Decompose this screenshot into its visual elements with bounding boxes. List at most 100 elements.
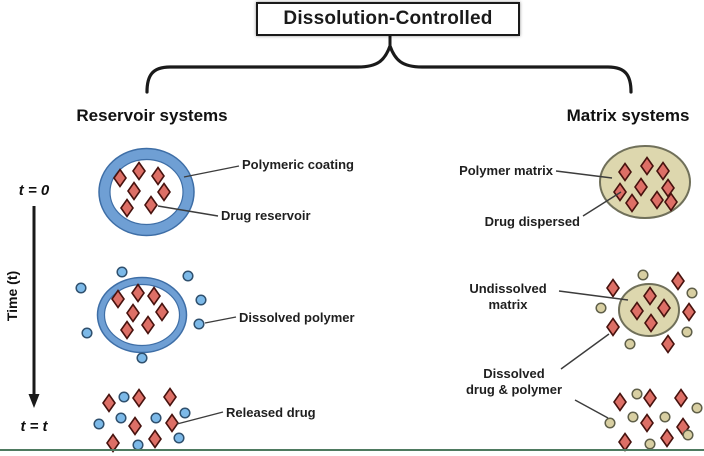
drug-particle bbox=[144, 195, 158, 215]
polymer-particle bbox=[75, 282, 87, 294]
drug-particle bbox=[151, 166, 165, 186]
drug-reservoir-label: Drug reservoir bbox=[221, 208, 311, 223]
polymer-particle bbox=[682, 429, 694, 441]
polymer-particle bbox=[173, 432, 185, 444]
reservoir-released-diagram bbox=[93, 387, 191, 453]
drug-particle bbox=[120, 198, 134, 218]
drug-particle bbox=[165, 413, 179, 433]
drug-particle bbox=[643, 286, 657, 306]
drug-particle bbox=[682, 302, 696, 322]
drug-particle bbox=[111, 289, 125, 309]
polymer-particle bbox=[604, 417, 616, 429]
polymer-particle bbox=[179, 407, 191, 419]
polymer-particle bbox=[659, 411, 671, 423]
drug-particle bbox=[147, 286, 161, 306]
polymer-particle bbox=[195, 294, 207, 306]
undissolved-matrix-label: Undissolved matrix bbox=[469, 281, 547, 312]
drug-particle bbox=[657, 298, 671, 318]
drug-particle bbox=[132, 388, 146, 408]
drug-particle bbox=[656, 161, 670, 181]
matrix-t0-diagram bbox=[599, 145, 691, 219]
drug-particle bbox=[106, 433, 120, 453]
drug-particle bbox=[155, 302, 169, 322]
drug-particle bbox=[650, 190, 664, 210]
bottom-rule bbox=[0, 449, 704, 451]
drug-particle bbox=[606, 317, 620, 337]
polymeric-coating-label: Polymeric coating bbox=[242, 157, 354, 172]
drug-reservoir-leader-line bbox=[157, 205, 219, 217]
drug-particle bbox=[618, 432, 632, 452]
polymer-particle bbox=[686, 287, 698, 299]
polymer-particle bbox=[93, 418, 105, 430]
time-axis-arrowhead-icon bbox=[28, 394, 40, 408]
drug-dispersed-label: Drug dispersed bbox=[484, 214, 580, 229]
matrix-systems-header: Matrix systems bbox=[566, 106, 690, 125]
drug-particle bbox=[613, 392, 627, 412]
drug-dispersed-leader-line bbox=[582, 191, 622, 217]
time-end-label: t = t bbox=[20, 418, 48, 435]
matrix-released-diagram bbox=[604, 388, 703, 452]
polymer-particle bbox=[116, 266, 128, 278]
dissolved-drug-polymer-leader-line bbox=[560, 333, 610, 370]
drug-particle bbox=[625, 193, 639, 213]
drug-particle bbox=[644, 313, 658, 333]
drug-particle bbox=[618, 162, 632, 182]
polymer-particle bbox=[631, 388, 643, 400]
polymer-particle bbox=[118, 391, 130, 403]
drug-particle bbox=[102, 393, 116, 413]
drug-particle bbox=[674, 388, 688, 408]
polymer-particle bbox=[691, 402, 703, 414]
drug-particle bbox=[664, 192, 678, 212]
polymer-particle bbox=[150, 412, 162, 424]
polymeric-coating-leader-line bbox=[183, 165, 240, 178]
drug-particle bbox=[640, 413, 654, 433]
time-axis-title: Time (t) bbox=[4, 270, 20, 322]
drug-particle bbox=[131, 283, 145, 303]
drug-particle bbox=[163, 387, 177, 407]
drug-particle bbox=[661, 334, 675, 354]
drug-particle bbox=[640, 156, 654, 176]
reservoir-mid-diagram bbox=[75, 266, 207, 364]
drug-particle bbox=[148, 429, 162, 449]
dissolved-polymer-label: Dissolved polymer bbox=[239, 310, 355, 325]
page-title: Dissolution-Controlled bbox=[256, 2, 520, 36]
drug-particle bbox=[630, 301, 644, 321]
drug-particle bbox=[132, 161, 146, 181]
drug-particle bbox=[120, 320, 134, 340]
drug-particle bbox=[128, 416, 142, 436]
polymer-particle bbox=[644, 438, 656, 450]
polymer-matrix-label: Polymer matrix bbox=[459, 163, 553, 178]
dissolved-drug-polymer-leader-line bbox=[574, 399, 609, 419]
time-start-label: t = 0 bbox=[18, 182, 50, 199]
dissolved-drug-polymer-label: Dissolved drug & polymer bbox=[465, 366, 563, 397]
undissolved-matrix-leader-line bbox=[558, 290, 629, 301]
polymer-particle bbox=[681, 326, 693, 338]
released-drug-leader-line bbox=[176, 411, 224, 425]
drug-particle bbox=[643, 388, 657, 408]
polymer-particle bbox=[627, 411, 639, 423]
released-drug-label: Released drug bbox=[226, 405, 316, 420]
polymer-particle bbox=[115, 412, 127, 424]
polymer-particle bbox=[182, 270, 194, 282]
drug-particle bbox=[671, 271, 685, 291]
reservoir-t0-diagram bbox=[98, 147, 195, 237]
drug-particle bbox=[127, 181, 141, 201]
drug-particle bbox=[141, 315, 155, 335]
drug-particle bbox=[606, 278, 620, 298]
drug-particle bbox=[660, 428, 674, 448]
drug-particle bbox=[157, 182, 171, 202]
polymer-particle bbox=[624, 338, 636, 350]
polymer-particle bbox=[81, 327, 93, 339]
polymer-matrix-leader-line bbox=[555, 170, 613, 179]
drug-particle bbox=[634, 177, 648, 197]
polymer-particle bbox=[136, 352, 148, 364]
polymer-particle bbox=[637, 269, 649, 281]
matrix-mid-diagram bbox=[595, 269, 698, 354]
dissolved-polymer-leader-line bbox=[204, 316, 237, 324]
drug-particle bbox=[113, 168, 127, 188]
polymer-particle bbox=[193, 318, 205, 330]
drug-particle bbox=[126, 303, 140, 323]
reservoir-systems-header: Reservoir systems bbox=[76, 106, 228, 125]
